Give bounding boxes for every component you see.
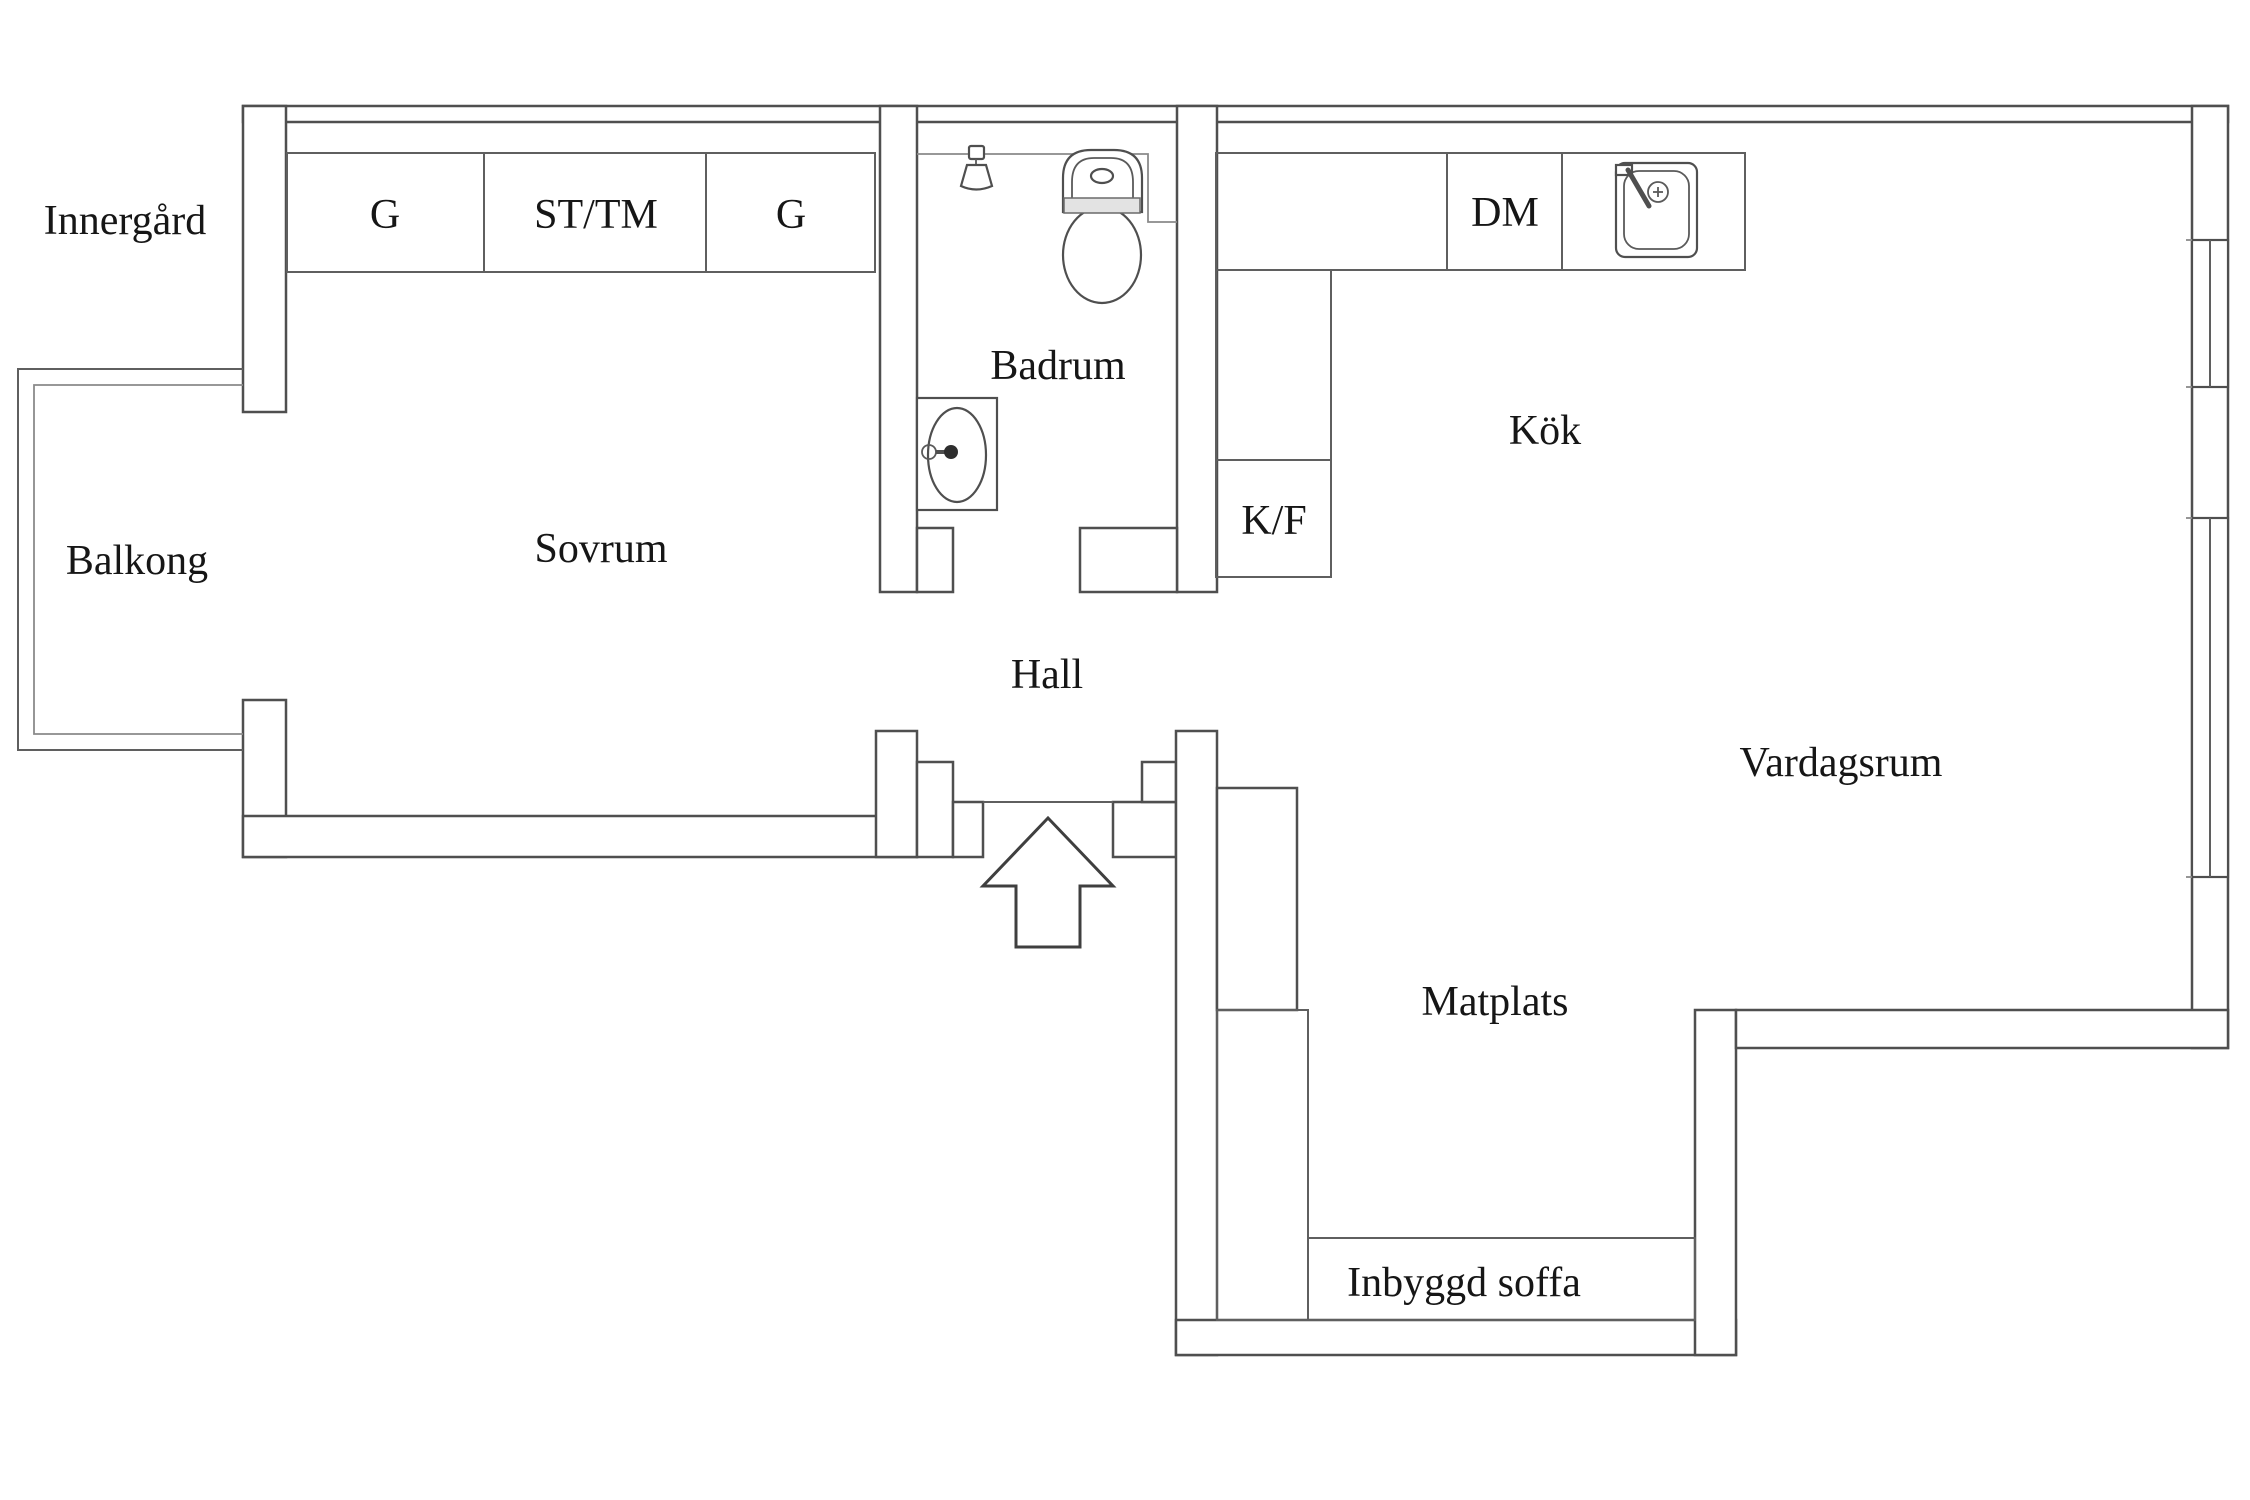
toilet-icon [1061,148,1144,305]
wall-entry-step-west [915,760,955,859]
bathroom-sink-icon [915,396,999,512]
label-built-in-sofa: Inbyggd soffa [1347,1260,1581,1306]
label-fridge-freezer: K/F [1241,498,1306,544]
label-hall: Hall [1011,652,1083,698]
wall-entry-east [1111,800,1178,859]
label-bathroom: Badrum [990,343,1126,389]
wall-hall-column [1174,729,1219,1357]
fridge-freezer-cabinet [1215,459,1332,578]
label-dishwasher: DM [1471,190,1539,236]
wall-kitchen-south-block [1215,786,1299,1012]
label-closet-right: G [776,192,806,238]
window-icon [2186,516,2230,879]
shower-icon [959,144,994,191]
label-dining-area: Matplats [1422,979,1569,1025]
built-in-sofa-outline [1216,1009,1696,1321]
wall-bay-bottom [1174,1318,1738,1357]
wall-bathroom-south-west [915,526,955,594]
window-icon [2186,238,2230,389]
wall-bay-right [1693,1008,1738,1357]
bathroom-fixtures [915,144,1177,512]
wall-top [241,104,2230,124]
entry-direction-arrow [979,815,1117,949]
wall-bedroom-door-stub [874,729,919,859]
label-living-room: Vardagsrum [1740,740,1943,786]
wall-livingroom-south [1734,1008,2230,1050]
label-kitchen: Kök [1509,408,1581,454]
wall-bathroom-east [1175,104,1219,594]
counter-left-run [1215,269,1332,461]
wall-bedroom-south [241,814,919,859]
label-courtyard: Innergård [44,198,206,244]
kitchen-sink-icon [1614,161,1699,259]
balcony-railing [17,368,243,751]
labels: Innergård G ST/TM G Badrum DM Kök K/F Ba… [44,190,1943,1306]
label-wardrobe: ST/TM [534,192,658,238]
counter-top-run [1215,152,1746,271]
wall-bathroom-south-east [1078,526,1179,594]
wall-bathroom-west [878,104,919,594]
closet-row [286,152,876,273]
windows [2186,238,2230,879]
label-balcony: Balkong [66,538,208,584]
bathroom-inner-ledge [917,153,1177,223]
label-closet-left: G [370,192,400,238]
closet-outline [286,152,876,273]
kitchen-counter [1215,152,1746,578]
wall-entry-west [951,800,985,859]
walls [241,104,2230,1357]
label-bedroom: Sovrum [534,526,667,572]
wall-left-upper [241,104,288,414]
wall-entry-jamb-east [1140,760,1178,804]
